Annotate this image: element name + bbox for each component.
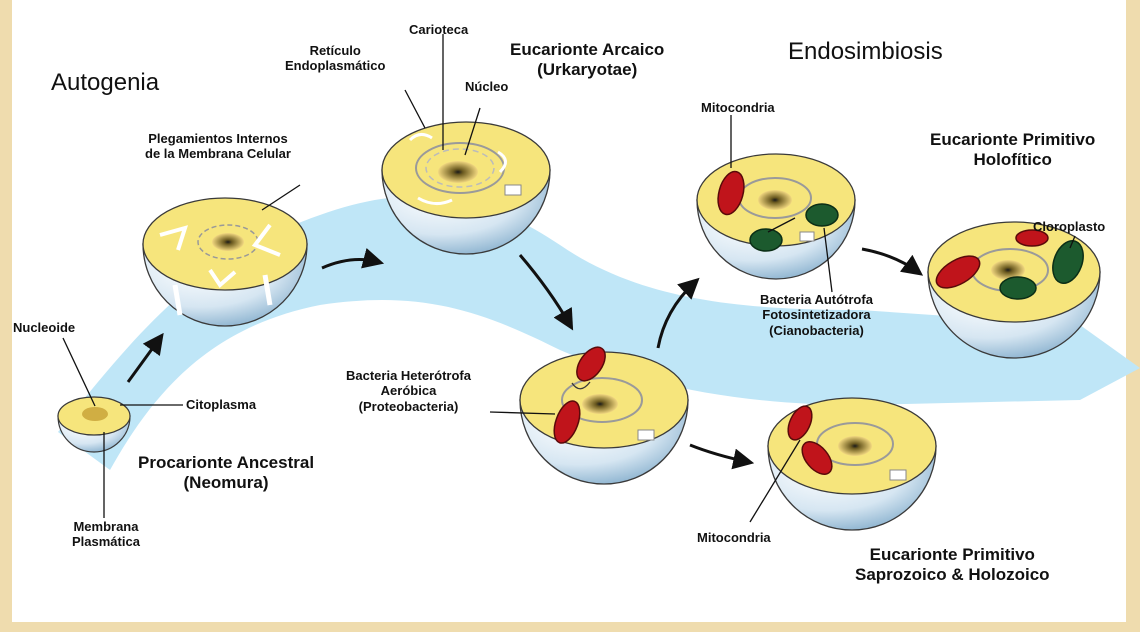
arrow-5 — [690, 445, 748, 462]
label-reticulo-endoplasmatico: RetículoEndoplasmático — [285, 43, 385, 74]
label-citoplasma: Citoplasma — [186, 397, 256, 412]
label-membrana-plasmatica: MembranaPlasmática — [72, 519, 140, 550]
label-carioteca: Carioteca — [409, 22, 468, 37]
label-procarionte-ancestral: Procarionte Ancestral(Neomura) — [138, 453, 314, 493]
heading-autogenia: Autogenia — [51, 69, 159, 97]
label-bacteria-heterotrofa: Bacteria HeterótrofaAeróbica(Proteobacte… — [346, 368, 471, 414]
arrow-6 — [862, 249, 918, 272]
label-cloroplasto: Cloroplasto — [1033, 219, 1105, 234]
cyanobacterium — [806, 204, 838, 226]
label-nucleoide: Nucleoide — [13, 320, 75, 335]
chloroplast — [1000, 277, 1036, 299]
saprozoic-eukaryote-cell — [768, 398, 936, 530]
label-eucarionte-saprozoico: Eucarionte PrimitivoSaprozoico & Holozoi… — [855, 545, 1050, 585]
nucleoid — [82, 407, 108, 421]
label-nucleo: Núcleo — [465, 79, 508, 94]
label-mitocondria-top: Mitocondria — [701, 100, 775, 115]
label-plegamientos: Plegamientos Internosde la Membrana Celu… — [145, 131, 291, 162]
mitochondria-cyanobacteria-cell — [697, 154, 855, 279]
label-mitocondria-bottom: Mitocondria — [697, 530, 771, 545]
label-eucarionte-holofitico: Eucarionte PrimitivoHolofítico — [930, 130, 1095, 170]
heading-endosimbiosis: Endosimbiosis — [788, 38, 943, 66]
cyanobacterium — [750, 229, 782, 251]
label-bacteria-autotrofa: Bacteria AutótrofaFotosintetizadora(Cian… — [760, 292, 873, 338]
label-eucarionte-arcaico: Eucarionte Arcaico(Urkaryotae) — [510, 40, 664, 80]
